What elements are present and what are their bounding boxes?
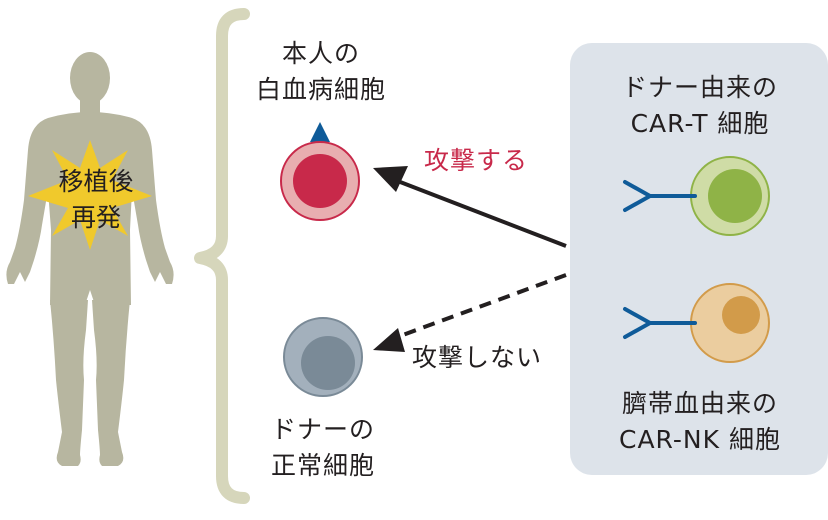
car-nk-cell-label-line1: 臍帯血由来の [621, 389, 778, 418]
leukemia-cell-icon [280, 122, 360, 221]
attack-arrow [373, 166, 567, 248]
no-attack-label: 攻撃しない [412, 343, 543, 372]
patient-label-line2: 再発 [70, 203, 121, 232]
leukemia-cell-label: 本人の 白血病細胞 [246, 36, 396, 108]
leukemia-cell-label-line2: 白血病細胞 [255, 75, 386, 104]
burst-icon [28, 140, 152, 250]
car-t-cell-label: ドナー由来の CAR-T 細胞 [590, 70, 810, 142]
normal-cell-label-line1: ドナーの [270, 415, 375, 444]
car-receptor-icon [623, 307, 652, 339]
patient-label-line1: 移植後 [58, 167, 134, 196]
antigen-icon [310, 122, 330, 142]
attack-label: 攻撃する [424, 146, 529, 175]
normal-cell-label-line2: 正常細胞 [270, 451, 375, 480]
donor-cells-panel [570, 43, 828, 475]
no-attack-arrow [373, 273, 567, 352]
normal-cell-icon [283, 317, 363, 397]
car-t-cell-label-line1: ドナー由来の [621, 73, 778, 102]
patient-label: 移植後 再発 [42, 164, 150, 236]
car-t-cell-icon [623, 156, 770, 236]
car-t-cell-label-line2: CAR-T 細胞 [630, 109, 770, 138]
car-receptor-icon [623, 180, 652, 212]
car-nk-cell-label: 臍帯血由来の CAR-NK 細胞 [590, 386, 810, 458]
human-silhouette-icon [6, 52, 174, 466]
normal-cell-label: ドナーの 正常細胞 [258, 412, 388, 484]
car-nk-cell-icon [623, 283, 770, 363]
leukemia-cell-label-line1: 本人の [281, 39, 360, 68]
brace-icon [194, 8, 250, 504]
car-nk-cell-label-line2: CAR-NK 細胞 [619, 425, 781, 454]
